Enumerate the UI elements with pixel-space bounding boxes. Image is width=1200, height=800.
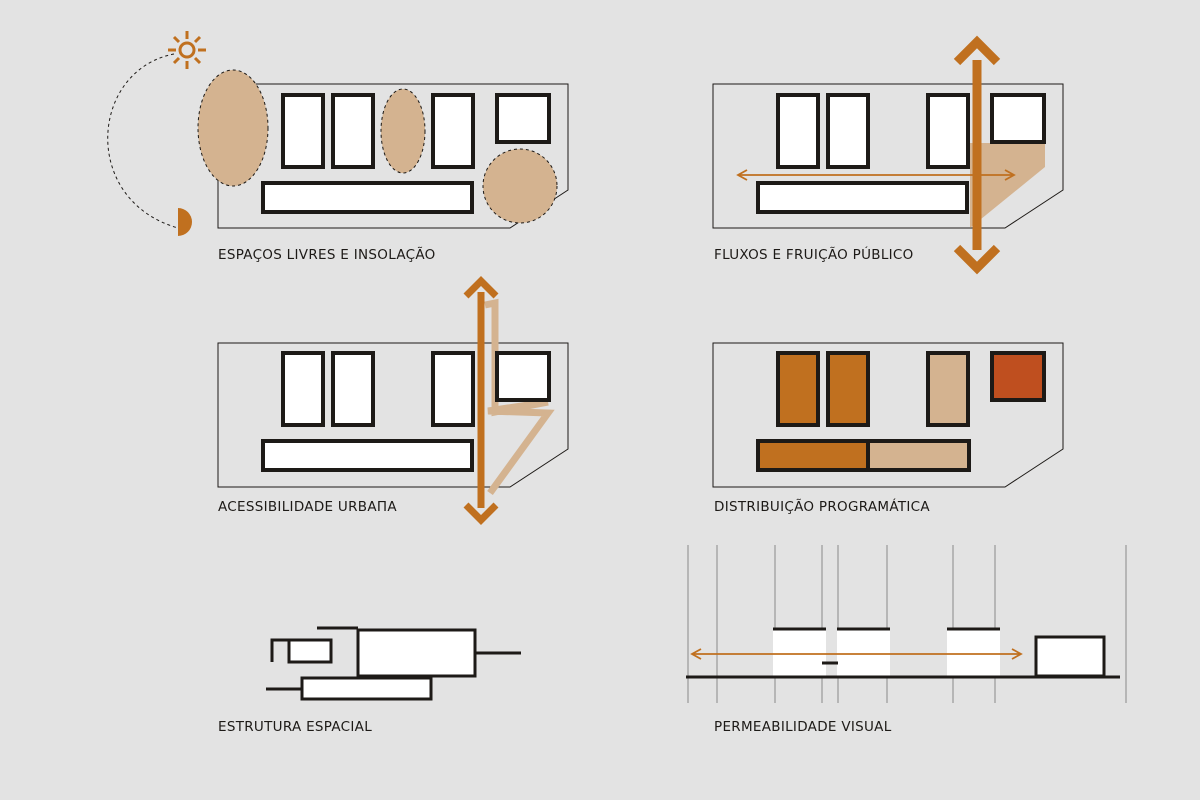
- program-block-primary: [826, 351, 870, 427]
- diagram-acessibilidade: [217, 276, 569, 525]
- caption-permeabilidade: PERMEABILIDADE VISUAL: [714, 719, 892, 735]
- structure-volume: [356, 628, 477, 678]
- building-block: [756, 181, 969, 214]
- building-block: [776, 93, 820, 169]
- building-block: [261, 181, 474, 214]
- program-block-primary: [756, 439, 870, 472]
- sun-icon: [168, 31, 206, 69]
- caption-distribuicao: DISTRIBUIÇÃO PROGRAMÁTICA: [714, 499, 930, 515]
- building-block: [431, 351, 475, 427]
- program-block-secondary: [866, 439, 971, 472]
- sun-path: [107, 53, 179, 229]
- building-block: [495, 93, 551, 144]
- site-outline: [712, 342, 1064, 488]
- program-block-primary: [776, 351, 820, 427]
- building-block: [926, 93, 970, 169]
- diagram-espacos-livres: [107, 31, 569, 236]
- caption-estrutura: ESTRUTURA ESPACIAL: [218, 719, 373, 735]
- diagram-fluxos: [712, 35, 1064, 275]
- site-outline: [712, 83, 1064, 229]
- structure-volume: [287, 638, 333, 664]
- public-plaza-area: [970, 143, 1045, 228]
- building-block: [331, 351, 375, 427]
- site-outline: [217, 342, 569, 488]
- caption-fluxos: FLUXOS E FRUIÇÃO PÚBLICO: [714, 247, 914, 263]
- building-block: [495, 351, 551, 402]
- diagram-distribuicao: [712, 342, 1064, 488]
- diagram-permeabilidade: [686, 545, 1127, 703]
- open-space-area: [197, 69, 269, 187]
- building-block: [990, 93, 1046, 144]
- diagram-estrutura: [266, 626, 521, 701]
- access-arrow-vertical: [463, 276, 499, 525]
- program-block-tertiary: [990, 351, 1046, 402]
- section-volume: [1034, 635, 1106, 678]
- open-space-area: [380, 88, 426, 174]
- building-block: [431, 93, 475, 169]
- program-block-secondary: [926, 351, 970, 427]
- building-block: [261, 439, 474, 472]
- building-block: [281, 351, 325, 427]
- building-block: [826, 93, 870, 169]
- flow-arrow-vertical: [953, 35, 1001, 275]
- caption-acessibilidade: ACESSIBILIDADE URBAПA: [218, 499, 397, 515]
- section-gridlines: [687, 545, 1127, 703]
- half-circle-icon: [178, 208, 192, 236]
- open-space-area: [482, 148, 558, 224]
- caption-espacos-livres: ESPAÇOS LIVRES E INSOLAÇÃO: [218, 247, 436, 263]
- building-block: [281, 93, 325, 169]
- structure-volume: [300, 676, 433, 701]
- building-block: [331, 93, 375, 169]
- structure-line: [270, 638, 289, 662]
